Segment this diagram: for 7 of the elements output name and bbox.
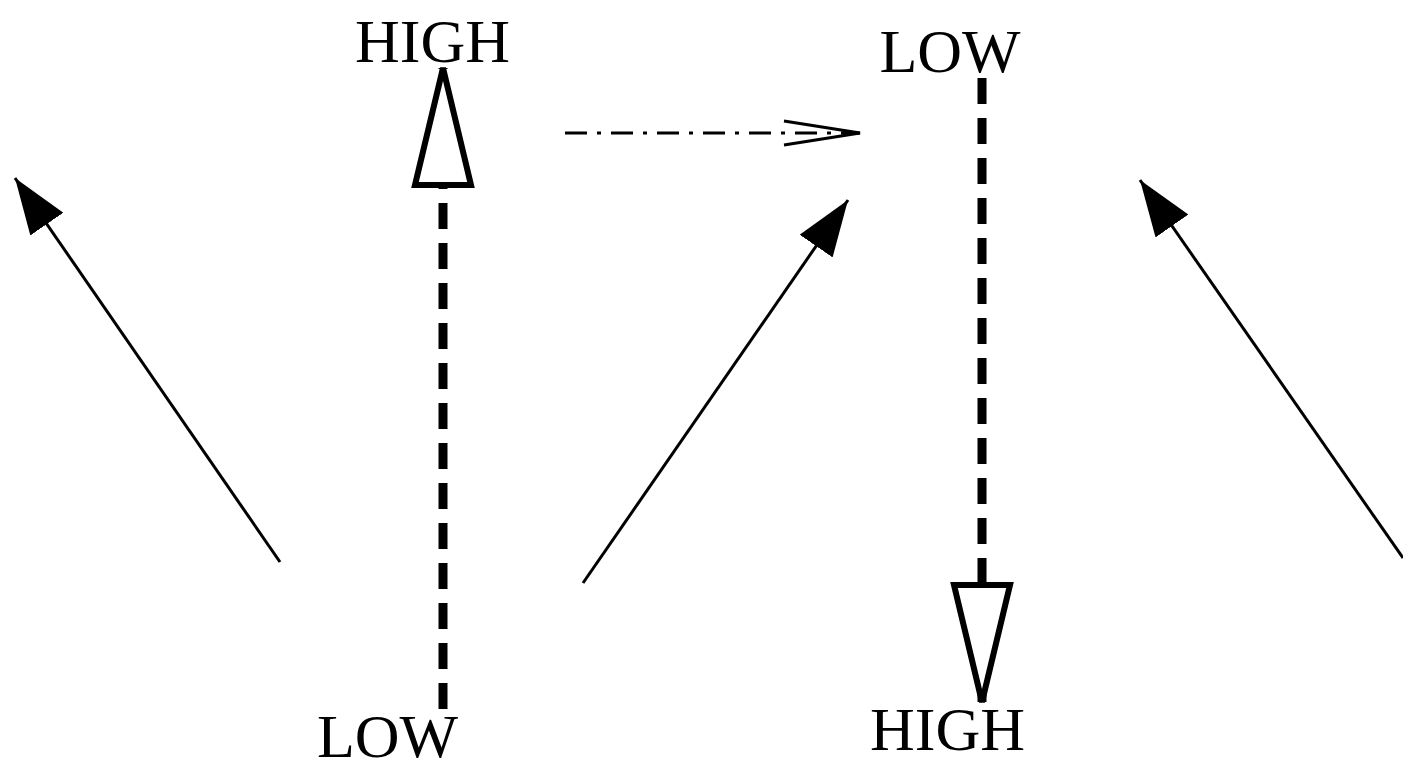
- arrow: [412, 65, 474, 709]
- pressure-label: LOW: [879, 20, 1021, 82]
- pressure-label: HIGH: [355, 10, 510, 72]
- arrow: [565, 119, 862, 147]
- arrow: [951, 78, 1013, 705]
- pressure-label: LOW: [316, 705, 459, 767]
- pressure-label: HIGH: [870, 698, 1025, 760]
